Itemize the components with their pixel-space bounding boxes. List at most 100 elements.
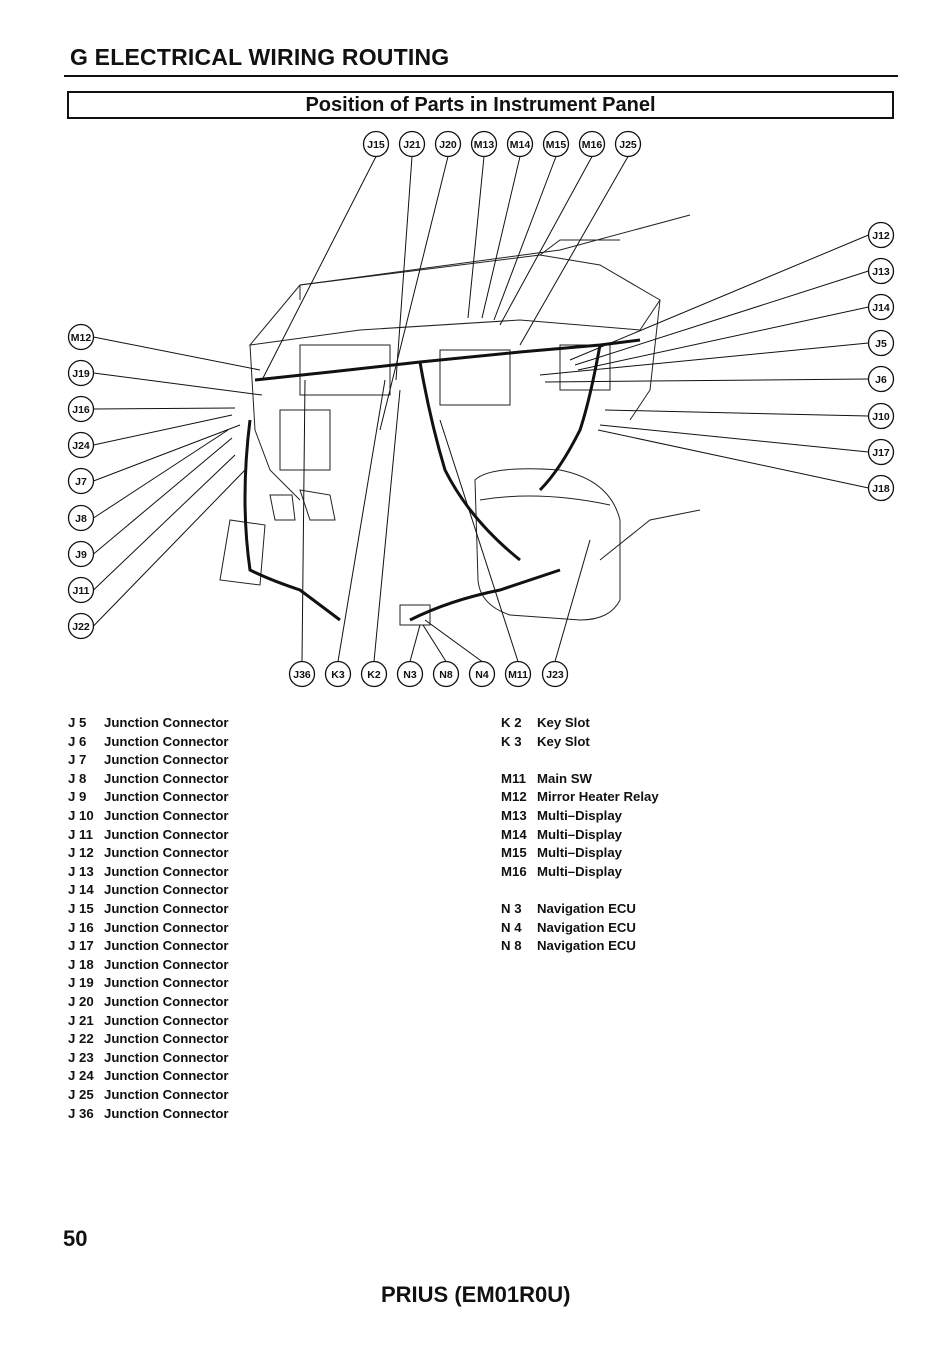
legend-code: J 18: [68, 956, 94, 972]
callout-circle: [867, 402, 895, 430]
callout-label: M15: [546, 139, 567, 151]
legend-code: M11: [501, 770, 526, 786]
leader-k3: [337, 379, 386, 662]
legend-code: J 8: [68, 770, 87, 786]
legend-name: Multi–Display: [537, 863, 623, 879]
legend-name: Key Slot: [537, 715, 590, 730]
legend-code: K 2: [501, 715, 522, 730]
callout-circle: [67, 431, 95, 459]
callout-label: J12: [872, 230, 890, 242]
callout-circle: [362, 130, 390, 158]
callout-circle: [324, 660, 352, 688]
callout-j9: J9: [67, 540, 95, 568]
leader-m11: [439, 419, 519, 662]
leader-k2: [373, 389, 401, 662]
callout-label: J9: [75, 549, 87, 561]
legend-name: Multi–Display: [537, 808, 623, 823]
legend-code: J 20: [68, 994, 94, 1009]
callout-label: J18: [872, 483, 890, 495]
callout-circle: [67, 576, 95, 604]
leader-j36: [301, 379, 306, 662]
callout-circle: [67, 467, 95, 495]
legend-code: N 4: [501, 919, 522, 935]
legend-name: Junction Connector: [104, 863, 229, 879]
callout-circle: [542, 130, 570, 158]
callout-n4: N4: [468, 660, 496, 688]
callout-label: J17: [872, 447, 890, 459]
legend-code: N 8: [501, 938, 522, 954]
callout-label: J24: [72, 440, 90, 452]
callout-circle: [470, 130, 498, 158]
leader-j10: [604, 409, 869, 417]
legend-code: J 17: [68, 938, 94, 954]
callout-j24: J24: [67, 431, 95, 459]
title-rule: [64, 75, 898, 77]
legend-code: J 21: [68, 1012, 94, 1028]
callout-label: J22: [72, 621, 90, 633]
callout-label: J8: [75, 513, 87, 525]
callout-circle: [541, 660, 569, 688]
callout-j21: J21: [398, 130, 426, 158]
legend-code: J 23: [68, 1049, 94, 1065]
callout-label: J16: [72, 404, 90, 416]
callout-circle: [867, 293, 895, 321]
legend-name: Key Slot: [537, 733, 590, 749]
callout-label: N3: [403, 669, 417, 681]
legend-name: Junction Connector: [104, 1105, 229, 1121]
callout-j15: J15: [362, 130, 390, 158]
callout-label: M16: [582, 139, 603, 151]
callout-j7: J7: [67, 467, 95, 495]
callout-circle: [67, 359, 95, 387]
callout-m15: M15: [542, 130, 570, 158]
legend-name: Junction Connector: [104, 845, 229, 861]
footer-model: PRIUS (EM01R0U): [381, 1282, 571, 1307]
legend-code: J 24: [68, 1068, 94, 1084]
legend-code: J 14: [68, 882, 94, 898]
leader-m13: [467, 156, 485, 319]
leader-j21: [395, 156, 413, 381]
legend-row: J 24 Junction Connector: [68, 1068, 229, 1083]
callout-label: N4: [475, 669, 489, 681]
legend-code: J 22: [68, 1031, 94, 1047]
callout-circle: [867, 438, 895, 466]
panel-title: Position of Parts in Instrument Panel: [305, 93, 656, 116]
legend-name: Junction Connector: [104, 752, 229, 768]
legend-name: Multi–Display: [537, 826, 623, 842]
callout-label: J13: [872, 266, 890, 278]
leader-j9: [93, 437, 233, 555]
legend-code: J 36: [68, 1105, 94, 1121]
callout-label: J14: [872, 302, 890, 314]
legend-code: J 11: [68, 826, 93, 842]
leader-m12: [93, 336, 261, 371]
callout-j12: J12: [867, 221, 895, 249]
leader-j5: [539, 342, 869, 376]
callout-label: M11: [508, 669, 528, 681]
leader-m14: [481, 156, 521, 319]
callout-circle: [432, 660, 460, 688]
leader-j12: [569, 234, 869, 361]
callout-j25: J25: [614, 130, 642, 158]
leader-j17: [599, 424, 869, 453]
callout-circle: [398, 130, 426, 158]
legend-name: Junction Connector: [104, 1068, 229, 1084]
legend-row: J 14 Junction Connector: [68, 882, 229, 897]
callout-label: J25: [619, 139, 637, 151]
legend-row: K 2 Key Slot: [501, 715, 590, 730]
legend-code: J 19: [68, 975, 94, 991]
legend-name: Junction Connector: [104, 715, 229, 730]
legend-name: Junction Connector: [104, 882, 229, 898]
callout-m14: M14: [506, 130, 534, 158]
legend-name: Junction Connector: [104, 938, 229, 954]
callout-circle: [506, 130, 534, 158]
legend-code: J 7: [68, 752, 87, 768]
legend-row: J 7 Junction Connector: [68, 752, 229, 767]
callout-label: M14: [510, 139, 531, 151]
